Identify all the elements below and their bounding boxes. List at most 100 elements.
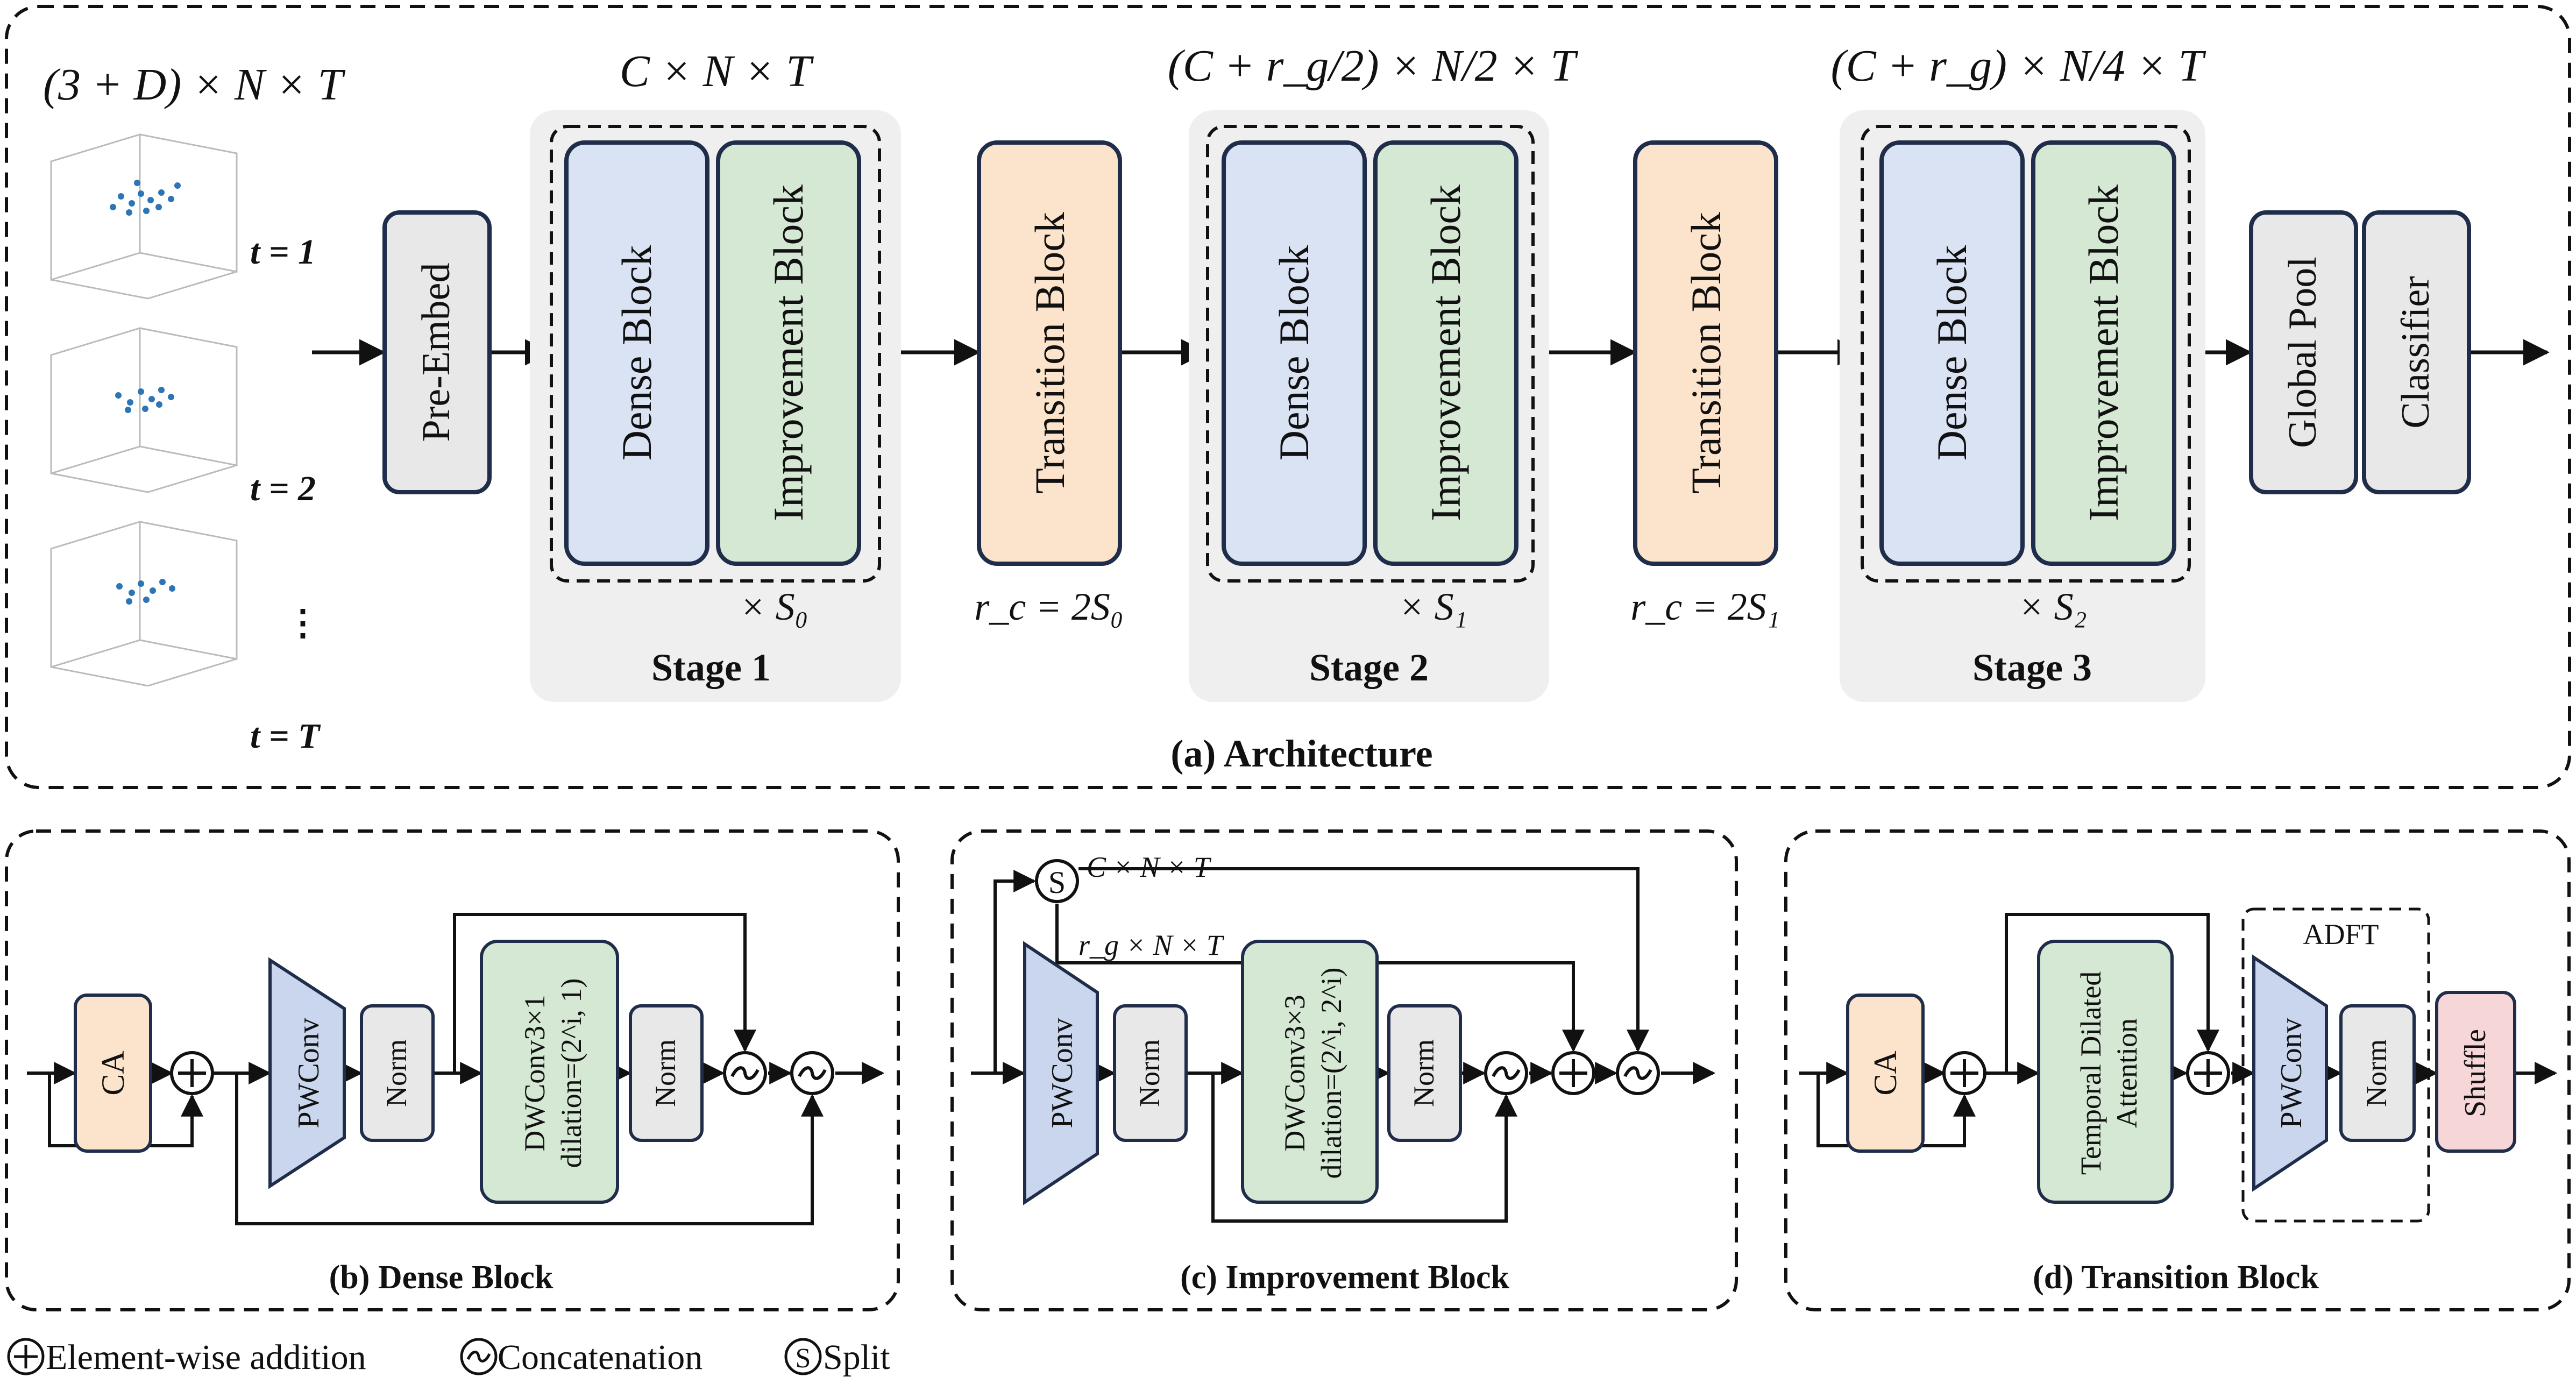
svg-text:Shuffle: Shuffle — [2459, 1029, 2492, 1117]
adft-group: ADFT — [2241, 907, 2430, 1223]
svg-text:Norm: Norm — [2360, 1039, 2393, 1107]
point-cloud-frame-3 — [50, 520, 238, 687]
svg-text:dilation=(2^i, 2^i): dilation=(2^i, 2^i) — [1315, 967, 1347, 1179]
svg-text:Attention: Attention — [2111, 1018, 2143, 1128]
stage-3: (C + r_g) × N/4 × T Dense Block Improvem… — [1831, 41, 2206, 702]
transition-block-2: Transition Block r_c = 2S₁ — [1630, 140, 1780, 628]
stage-3-dense-block: Dense Block — [1879, 140, 2025, 566]
split-top-label: C × N × T — [1087, 851, 1212, 883]
transition-ca-block: CA — [1846, 993, 1925, 1153]
stage-3-repeat: × S₂ — [2018, 585, 2087, 628]
improvement-norm-block-1: Norm — [1113, 1004, 1188, 1142]
stage-2: (C + r_g/2) × N/2 × T Dense Block Improv… — [1168, 41, 1578, 702]
stage-1-improvement-block: Improvement Block — [716, 140, 861, 566]
svg-text:Norm: Norm — [1133, 1039, 1166, 1107]
improvement-concat-icon-2 — [1617, 1053, 1658, 1094]
svg-text:DWConv3×1: DWConv3×1 — [519, 995, 551, 1151]
stage-3-improvement-block: Improvement Block — [2031, 140, 2176, 566]
point-cloud-frame-1 — [50, 133, 238, 300]
input-shape-label: (3 + D) × N × T — [43, 60, 346, 110]
transition-1-ratio: r_c = 2S₀ — [974, 585, 1124, 628]
svg-text:dilation=(2^i, 1): dilation=(2^i, 1) — [555, 978, 587, 1168]
improvement-add-icon — [1553, 1053, 1594, 1094]
frame-label-dots: ⋮ — [285, 604, 321, 643]
transition-2-ratio: r_c = 2S₁ — [1630, 585, 1780, 628]
svg-text:PWConv: PWConv — [1046, 1018, 1079, 1128]
architecture-panel: (3 + D) × N × T t = 1 t = 2 — [5, 5, 2571, 789]
dense-block-caption: (b) Dense Block — [329, 1259, 553, 1296]
svg-text:S: S — [796, 1343, 811, 1374]
improvement-dwconv-block: DWConv3×3 dilation=(2^i, 2^i) — [1241, 940, 1379, 1204]
dense-norm-block-2: Norm — [629, 1004, 704, 1142]
dense-concat-icon-1 — [725, 1053, 765, 1094]
split-icon: S — [1037, 861, 1077, 902]
stage-3-shape: (C + r_g) × N/4 × T — [1831, 41, 2206, 91]
frame-label-2: t = 2 — [250, 469, 316, 508]
legend-concat-icon — [460, 1338, 498, 1375]
pre-embed-label: Pre-Embed — [414, 263, 458, 442]
adft-label: ADFT — [2303, 918, 2379, 950]
pre-embed-block: Pre-Embed — [382, 210, 492, 494]
svg-text:Global Pool: Global Pool — [2281, 257, 2325, 448]
svg-text:Temporal Dilated: Temporal Dilated — [2075, 971, 2107, 1175]
improvement-norm-block-2: Norm — [1387, 1004, 1462, 1142]
svg-text:Norm: Norm — [649, 1039, 682, 1107]
svg-text:Improvement Block: Improvement Block — [2080, 184, 2127, 521]
improvement-pwconv-block: PWConv — [1023, 941, 1099, 1205]
svg-text:S: S — [1048, 865, 1066, 900]
improvement-concat-icon-1 — [1486, 1053, 1527, 1094]
transition-block-caption: (d) Transition Block — [2033, 1259, 2319, 1296]
svg-text:Improvement Block: Improvement Block — [1422, 184, 1469, 521]
improvement-block-caption: (c) Improvement Block — [1180, 1259, 1509, 1296]
dense-ca-block: CA — [74, 993, 152, 1153]
point-cloud-frame-2 — [50, 327, 238, 493]
svg-text:Transition Block: Transition Block — [1683, 212, 1729, 494]
dense-pwconv-block: PWConv — [268, 957, 346, 1189]
legend-plus-label: Element-wise addition — [46, 1338, 366, 1377]
legend-split-icon: S — [784, 1338, 822, 1375]
transition-pwconv-block: PWConv — [2252, 954, 2328, 1192]
svg-text:Dense Block: Dense Block — [1928, 245, 1975, 461]
transition-add-icon-1 — [1944, 1053, 1985, 1094]
svg-text:Norm: Norm — [1408, 1039, 1440, 1107]
stage-1-repeat: × S₀ — [740, 585, 808, 628]
svg-text:Classifier: Classifier — [2394, 276, 2438, 429]
global-pool-block: Global Pool — [2249, 210, 2358, 494]
improvement-block-panel: S C × N × T r_g × N × T PWConv Norm DWCo… — [950, 829, 1738, 1311]
dense-dwconv-block: DWConv3×1 dilation=(2^i, 1) — [480, 940, 619, 1204]
legend: Element-wise addition Concatenation S Sp… — [7, 1338, 890, 1377]
svg-text:PWConv: PWConv — [2275, 1018, 2308, 1128]
transition-add-icon-2 — [2188, 1053, 2229, 1094]
shuffle-block: Shuffle — [2435, 991, 2516, 1153]
stage-1-shape: C × N × T — [620, 46, 814, 96]
svg-text:Norm: Norm — [380, 1039, 413, 1107]
stage-3-title: Stage 3 — [1972, 646, 2092, 689]
dense-block-panel: CA PWConv Norm DWConv3×1 dilation=(2^i, … — [5, 829, 900, 1311]
transition-block-panel: CA Temporal Dilated Attention ADFT PWCon… — [1784, 829, 2571, 1311]
classifier-block: Classifier — [2362, 210, 2471, 494]
svg-text:DWConv3×3: DWConv3×3 — [1279, 995, 1311, 1151]
stage-1: C × N × T Dense Block Improvement Block … — [530, 46, 901, 702]
architecture-caption: (a) Architecture — [1170, 732, 1432, 775]
svg-text:PWConv: PWConv — [292, 1018, 325, 1128]
legend-plus-icon — [7, 1338, 45, 1375]
stage-2-repeat: × S₁ — [1399, 585, 1467, 628]
svg-text:Dense Block: Dense Block — [1271, 245, 1317, 461]
svg-text:CA: CA — [95, 1051, 131, 1095]
svg-text:CA: CA — [1868, 1051, 1903, 1095]
frame-label-T: t = T — [250, 716, 321, 756]
transition-block-1: Transition Block r_c = 2S₀ — [974, 140, 1124, 628]
temporal-dilated-attention-block: Temporal Dilated Attention — [2037, 940, 2174, 1204]
stage-2-improvement-block: Improvement Block — [1373, 140, 1518, 566]
split-bottom-label: r_g × N × T — [1078, 929, 1225, 961]
svg-text:Transition Block: Transition Block — [1026, 212, 1073, 494]
frame-label-1: t = 1 — [250, 232, 316, 272]
legend-split-label: Split — [823, 1338, 890, 1377]
svg-text:Improvement Block: Improvement Block — [765, 184, 812, 521]
transition-norm-block: Norm — [2339, 1004, 2416, 1142]
stage-2-dense-block: Dense Block — [1222, 140, 1367, 566]
dense-norm-block-1: Norm — [360, 1004, 435, 1142]
stage-2-title: Stage 2 — [1309, 646, 1429, 689]
svg-text:Dense Block: Dense Block — [613, 245, 660, 461]
